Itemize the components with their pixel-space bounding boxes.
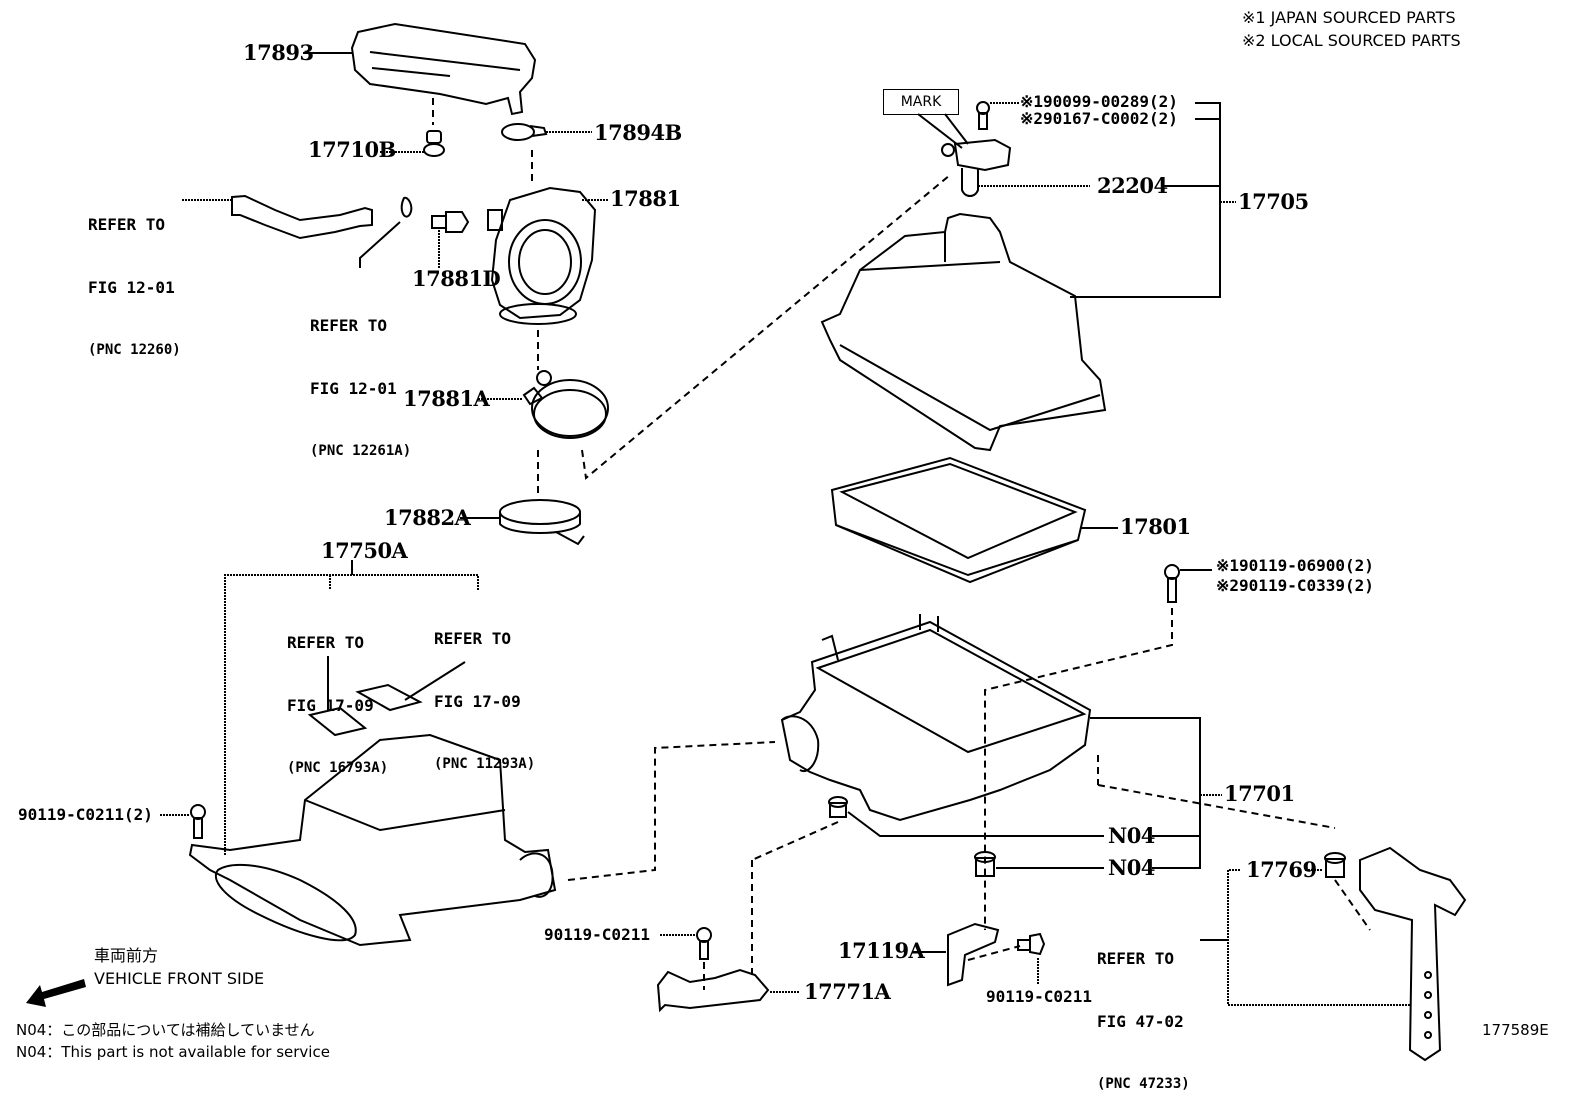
callout-bolt-90119-C0339[interactable]: ※290119-C0339(2) — [1216, 576, 1374, 595]
callout-17881[interactable]: 17881 — [610, 186, 681, 211]
clamp-17882A-drawing — [499, 499, 585, 546]
clip-drawing — [400, 196, 413, 218]
reference-clip-line-3: (PNC 12261A) — [310, 443, 412, 459]
callout-17769[interactable]: 17769 — [1246, 857, 1317, 882]
screw-drawing — [976, 101, 990, 130]
reference-bracket-line-3: (PNC 47233) — [1097, 1076, 1190, 1092]
mark-label: MARK — [883, 89, 959, 115]
callout-n04-a[interactable]: N04 — [1108, 823, 1155, 848]
air-cleaner-cap-17705-drawing — [820, 212, 1107, 452]
note-n04-en: N04：This part is not available for servi… — [16, 1043, 330, 1061]
callout-bolt-90119-C0211-right[interactable]: 90119-C0211 — [986, 987, 1092, 1006]
callout-17710B[interactable]: 17710B — [308, 137, 396, 162]
bolt-drawing — [1164, 564, 1180, 603]
legend-local-sourced: ※2 LOCAL SOURCED PARTS — [1242, 31, 1461, 50]
callout-17881A[interactable]: 17881A — [403, 386, 490, 411]
clamp-17894B-drawing — [501, 123, 548, 141]
callout-17881D[interactable]: 17881D — [412, 266, 501, 291]
bracket-17119A-drawing — [947, 922, 1000, 987]
callout-n04-b[interactable]: N04 — [1108, 855, 1155, 880]
reference-bracket-line-1: REFER TO — [1097, 949, 1175, 968]
reference-label-a[interactable]: REFER TO FIG 17-09 (PNC 16793A) — [287, 590, 388, 800]
reference-bracket[interactable]: REFER TO FIG 47-02 (PNC 47233) — [1097, 906, 1190, 1116]
reference-clip-line-2: FIG 12-01 — [310, 379, 397, 398]
air-filter-17801-drawing — [830, 456, 1087, 584]
reference-hose-line-1: REFER TO — [88, 215, 166, 234]
label-patch-b-drawing — [355, 683, 423, 712]
reference-label-a-line-1: REFER TO — [287, 633, 365, 652]
callout-17701[interactable]: 17701 — [1224, 781, 1295, 806]
legend-japan-sourced: ※1 JAPAN SOURCED PARTS — [1242, 8, 1456, 27]
reference-label-a-line-2: FIG 17-09 — [287, 696, 374, 715]
reference-label-b[interactable]: REFER TO FIG 17-09 (PNC 11293A) — [434, 586, 535, 796]
callout-bolt-90119-C0211-mid[interactable]: 90119-C0211 — [544, 925, 650, 944]
callout-17882A[interactable]: 17882A — [384, 505, 471, 530]
hose-drawing — [231, 194, 373, 240]
label-patch-a-drawing — [307, 706, 368, 737]
reference-clip-line-1: REFER TO — [310, 316, 388, 335]
reference-hose[interactable]: REFER TO FIG 12-01 (PNC 12260) — [88, 172, 181, 382]
callout-17893[interactable]: 17893 — [243, 40, 314, 65]
reference-hose-line-3: (PNC 12260) — [88, 342, 181, 358]
resonator-17893-drawing — [350, 22, 537, 116]
air-cleaner-case-17701-drawing — [780, 614, 1092, 822]
callout-17894B[interactable]: 17894B — [594, 120, 682, 145]
reference-label-b-line-3: (PNC 11293A) — [434, 756, 536, 772]
reference-label-a-line-3: (PNC 16793A) — [287, 760, 389, 776]
grommet-n04-a-drawing — [828, 796, 848, 818]
arrow-left-down-icon — [26, 979, 86, 1007]
reference-label-b-line-1: REFER TO — [434, 629, 512, 648]
bracket-47233-drawing — [1359, 846, 1467, 1062]
vehicle-front-label-jp: 車両前方 — [94, 946, 159, 965]
grommet-17710B-drawing — [423, 130, 445, 157]
bolt-right-drawing — [1017, 932, 1046, 956]
callout-17705[interactable]: 17705 — [1238, 189, 1309, 214]
bolt-mid-drawing — [696, 927, 712, 960]
plug-17881D-drawing — [431, 211, 470, 233]
callout-screw-90099-00289[interactable]: ※190099-00289(2) — [1020, 92, 1178, 111]
callout-17801[interactable]: 17801 — [1120, 514, 1191, 539]
callout-22204[interactable]: 22204 — [1097, 173, 1168, 198]
callout-17119A[interactable]: 17119A — [838, 938, 925, 963]
bracket-17771A-drawing — [656, 968, 770, 1013]
callout-bolt-90119-C0211-2[interactable]: 90119-C0211(2) — [18, 805, 153, 824]
grommet-17769-drawing — [1324, 852, 1346, 878]
grommet-n04-b-drawing — [974, 851, 996, 877]
mass-air-flow-sensor-22204-drawing — [941, 138, 1012, 197]
figure-id: 177589E — [1482, 1021, 1549, 1039]
vehicle-front-label-en: VEHICLE FRONT SIDE — [94, 969, 265, 988]
clamp-17881A-drawing — [522, 370, 609, 439]
callout-screw-90167-C0002[interactable]: ※290167-C0002(2) — [1020, 109, 1178, 128]
air-duct-17750A-drawing — [188, 733, 557, 947]
reference-label-b-line-2: FIG 17-09 — [434, 692, 521, 711]
reference-hose-line-2: FIG 12-01 — [88, 278, 175, 297]
reference-clip[interactable]: REFER TO FIG 12-01 (PNC 12261A) — [310, 273, 411, 483]
callout-17771A[interactable]: 17771A — [804, 979, 891, 1004]
reference-bracket-line-2: FIG 47-02 — [1097, 1012, 1184, 1031]
bolt-left-drawing — [190, 804, 206, 839]
note-n04-jp: N04：この部品については補給していません — [16, 1021, 315, 1039]
callout-17750A[interactable]: 17750A — [321, 538, 408, 563]
callout-bolt-90119-06900[interactable]: ※190119-06900(2) — [1216, 556, 1374, 575]
air-inlet-17881-drawing — [487, 186, 597, 325]
